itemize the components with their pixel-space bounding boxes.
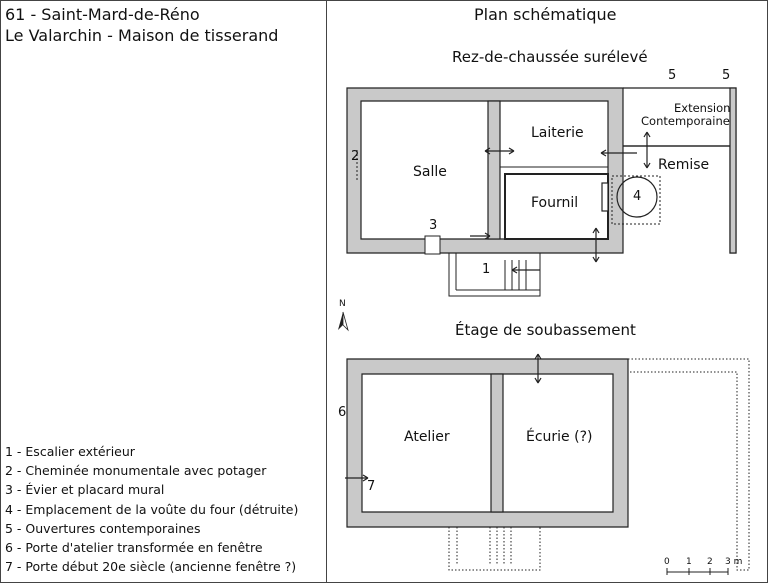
upper-floor-title: Rez-de-chaussée surélevé (452, 48, 648, 66)
marker-4: 4 (633, 189, 642, 204)
legend-item: 7 - Porte début 20e siècle (ancienne fen… (5, 559, 297, 575)
legend-item: 6 - Porte d'atelier transformée en fenêt… (5, 540, 263, 556)
lower-extension (628, 358, 750, 571)
room-ecurie-label: Écurie (?) (526, 429, 593, 445)
room-salle-label: Salle (413, 164, 447, 180)
legend: 1 - Escalier extérieur 2 - Cheminée monu… (5, 442, 298, 576)
north-label: N (339, 299, 346, 309)
marker-7: 7 (367, 479, 376, 494)
lower-outer-wall (346, 358, 629, 528)
lower-interior-wall (490, 373, 504, 513)
lower-floor-plan (345, 353, 750, 571)
oven-site (611, 175, 661, 225)
column-divider (326, 0, 327, 583)
sink (424, 235, 441, 255)
extension-right-wall (729, 87, 737, 254)
plan-title: Plan schématique (474, 5, 617, 24)
scale-tick-3: 3 m (725, 557, 743, 567)
site-title: 61 - Saint-Mard-de-Réno (5, 5, 200, 24)
room-remise-label: Remise (658, 157, 710, 173)
scale-tick-1: 1 (686, 557, 692, 567)
legend-item: 3 - Évier et placard mural (5, 482, 165, 498)
legend-item: 5 - Ouvertures contemporaines (5, 520, 201, 536)
legend-item: 2 - Cheminée monumentale avec potager (5, 463, 267, 479)
room-atelier-label: Atelier (404, 429, 450, 445)
scale-tick-2: 2 (707, 557, 713, 567)
marker-2: 2 (351, 149, 360, 164)
marker-5b: 5 (722, 68, 731, 83)
door-arrows (470, 131, 651, 274)
room-fournil-label: Fournil (531, 195, 579, 211)
scale-bar (666, 568, 729, 575)
outside-stair (448, 253, 541, 297)
lower-floor-title: Étage de soubassement (455, 321, 636, 339)
scale-tick-0: 0 (664, 557, 670, 567)
room-laiterie-label: Laiterie (531, 125, 584, 141)
oven-vault (616, 176, 658, 218)
extension-label-2: Contemporaine (641, 114, 730, 128)
extension-label-1: Extension (674, 101, 731, 115)
marker-6: 6 (338, 405, 347, 420)
marker-5a: 5 (668, 68, 677, 83)
fournil-room (504, 173, 609, 240)
lower-stair (448, 527, 541, 571)
marker-1: 1 (482, 262, 491, 277)
legend-item: 4 - Emplacement de la voûte du four (dét… (5, 501, 299, 517)
north-arrow (338, 311, 349, 332)
interior-wall (487, 100, 501, 240)
marker-3: 3 (429, 218, 438, 233)
legend-item: 1 - Escalier extérieur (5, 444, 135, 459)
building-title: Le Valarchin - Maison de tisserand (5, 26, 279, 45)
upper-floor-plan (346, 87, 737, 297)
